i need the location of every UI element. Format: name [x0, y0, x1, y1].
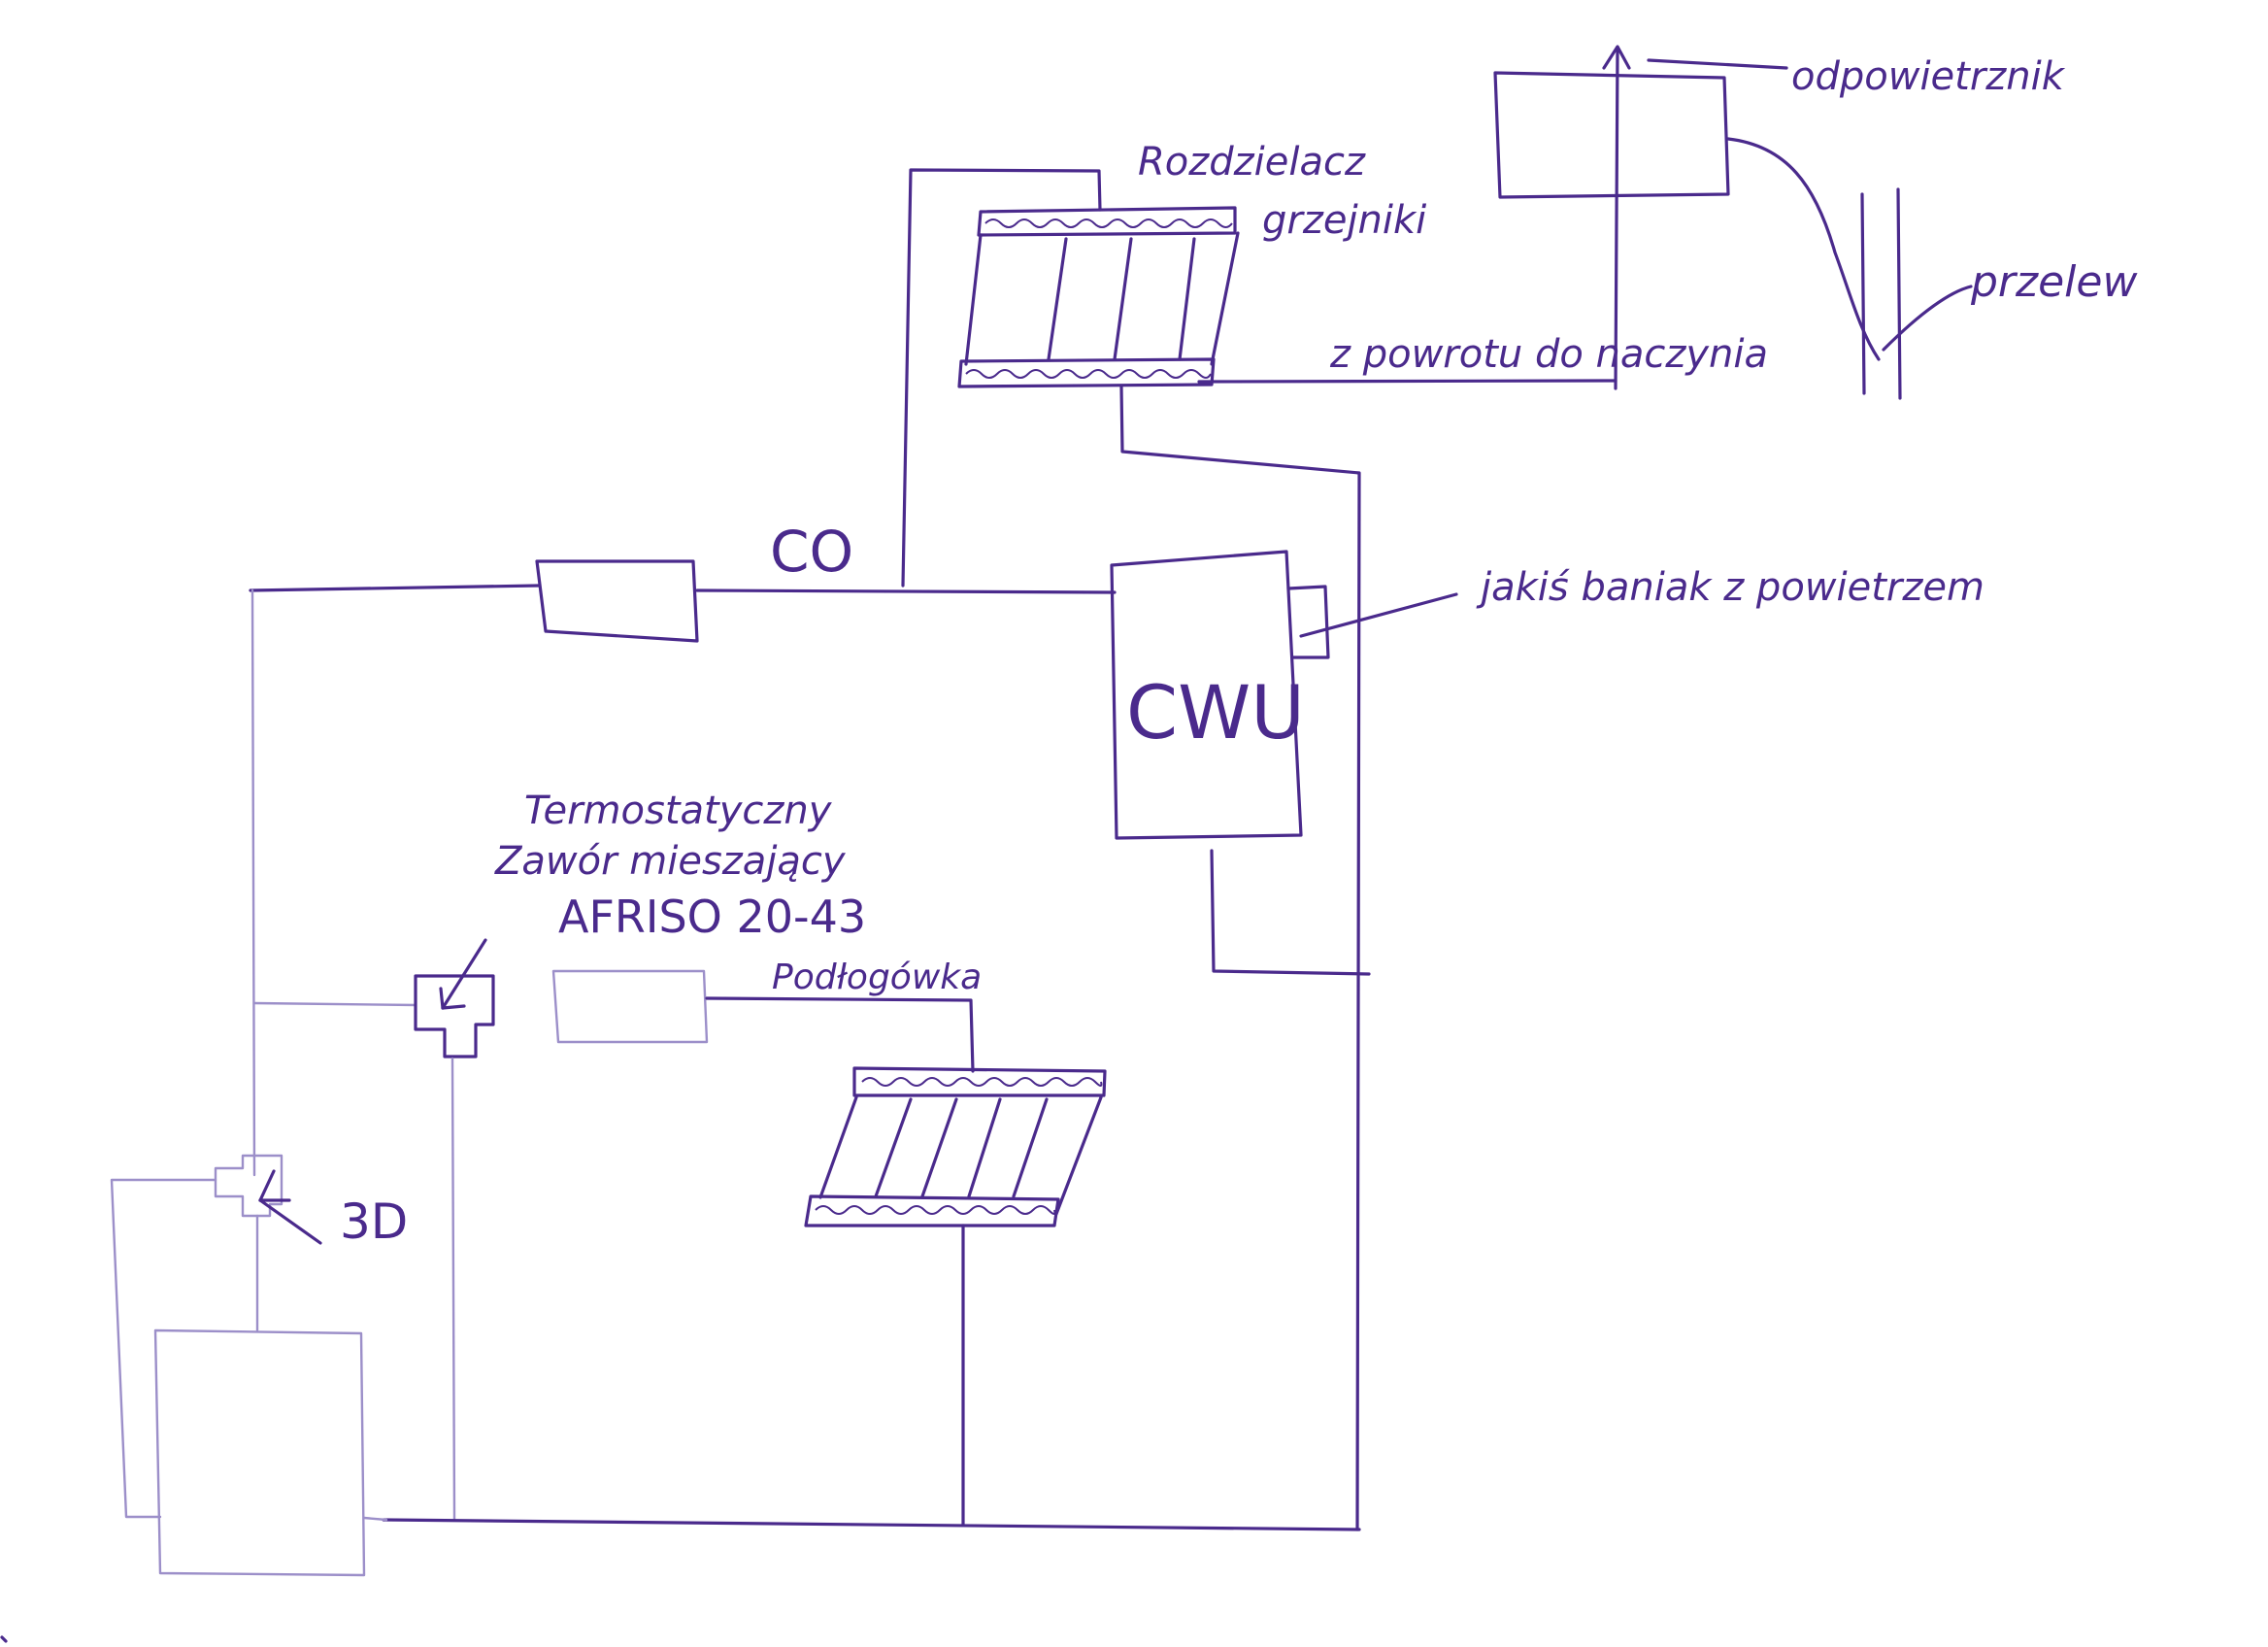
label-co: CO — [770, 519, 853, 585]
manifold-return-pipe — [1119, 385, 1361, 1531]
cwu-coil-connection — [1210, 849, 1371, 976]
vent-pipe-arrow — [1602, 45, 1631, 390]
label-grzejniki: grzejniki — [1262, 198, 1426, 243]
co-component-box — [535, 559, 699, 643]
mixing-valve-return — [450, 1057, 456, 1522]
radiator-manifold — [957, 206, 1240, 388]
stray-mark — [0, 1635, 8, 1643]
mixing-valve — [414, 938, 495, 1059]
three-way-valve — [214, 1154, 322, 1245]
label-termostatyczny: Termostatyczny — [524, 789, 833, 833]
air-vessel — [1286, 585, 1458, 659]
label-podlogowka: Podłogówka — [772, 958, 982, 997]
boiler — [153, 1328, 366, 1577]
label-z-powrotu: z powrotu do naczynia — [1329, 332, 1768, 377]
boiler-return-stub — [362, 1516, 388, 1522]
floor-supply-line — [705, 996, 975, 1073]
return-to-vessel-line — [1197, 379, 1618, 384]
label-jakis-baniak: jakiś baniak z powietrzem — [1476, 565, 1984, 610]
label-przelew: przelew — [1970, 257, 2138, 307]
manifold-supply-pipe — [901, 168, 1102, 588]
overflow-pipe — [1726, 137, 1973, 400]
label-zawor-mieszajacy: Zawór mieszający — [494, 839, 847, 884]
co-main-line — [249, 584, 1117, 594]
expansion-vessel — [1493, 71, 1730, 199]
cwu-tank — [1110, 550, 1303, 840]
label-3d: 3D — [340, 1193, 408, 1250]
label-cwu: CWU — [1126, 669, 1305, 756]
floor-manifold — [804, 1066, 1107, 1227]
bypass-loop — [110, 1178, 217, 1519]
label-afriso: AFRISO 20-43 — [558, 891, 866, 943]
mixing-branch-line — [252, 1001, 419, 1007]
vent-leader-line — [1647, 58, 1788, 70]
label-odpowietrznik: odpowietrznik — [1791, 54, 2066, 99]
floor-pump-box — [551, 969, 709, 1044]
left-vertical-pipe — [250, 588, 256, 1177]
bottom-return-line — [382, 1518, 1361, 1531]
label-rozdzielacz: Rozdzielacz — [1138, 140, 1366, 185]
